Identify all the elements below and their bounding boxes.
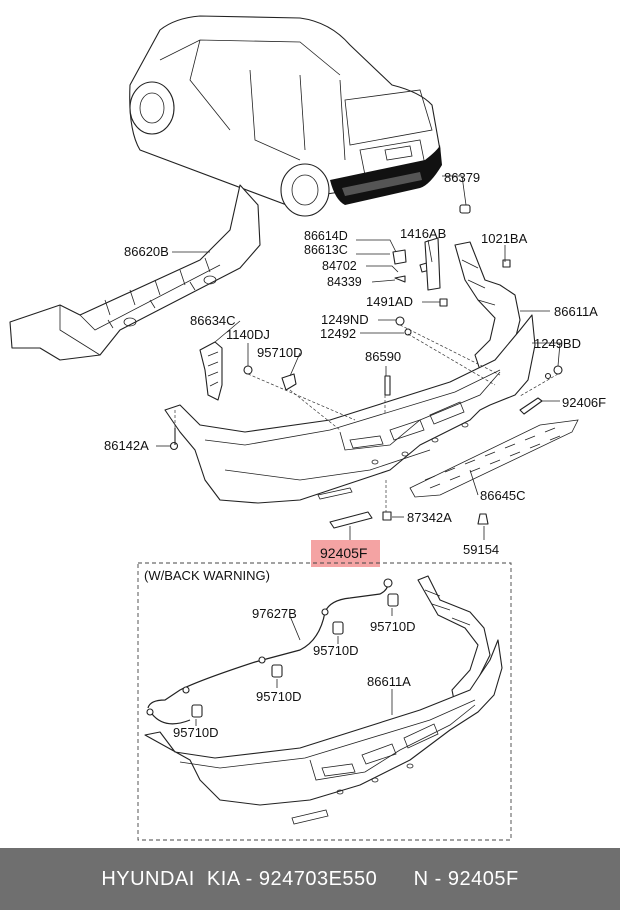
bumper-beam-86620B xyxy=(9,184,261,361)
leader-lines xyxy=(156,175,561,540)
label-59154: 59154 xyxy=(463,542,499,557)
label-86613C: 86613C xyxy=(304,243,348,257)
label-86379: 86379 xyxy=(444,170,480,185)
label-92406F: 92406F xyxy=(562,395,606,410)
label-1491AD: 1491AD xyxy=(366,294,413,309)
label-1249BD: 1249BD xyxy=(534,336,581,351)
inset-label-95710D-a: 95710D xyxy=(370,619,416,634)
footer-bar: HYUNDAI KIA - 924703E550 N - 92405F xyxy=(0,848,620,910)
label-95710D-top: 95710D xyxy=(257,345,303,360)
bracket-86634C xyxy=(199,341,223,401)
label-86611A: 86611A xyxy=(554,304,598,319)
label-86634C: 86634C xyxy=(190,313,236,328)
reflector-92406F xyxy=(519,397,543,415)
inset-title: (W/BACK WARNING) xyxy=(144,568,270,583)
reflector-92405F xyxy=(329,511,373,529)
label-1021BA: 1021BA xyxy=(481,231,528,246)
label-1416AB: 1416AB xyxy=(400,226,446,241)
label-1140DJ: 1140DJ xyxy=(226,327,270,342)
inset-label-95710D-c: 95710D xyxy=(256,689,302,704)
label-92405F-highlighted: 92405F xyxy=(320,545,367,561)
label-86590: 86590 xyxy=(365,349,401,364)
label-12492: 12492 xyxy=(320,326,356,341)
vehicle-illustration xyxy=(129,15,442,217)
inset-label-97627B: 97627B xyxy=(252,606,297,621)
inset-label-95710D-d: 95710D xyxy=(173,725,219,740)
label-86645C: 86645C xyxy=(480,488,526,503)
label-1249ND: 1249ND xyxy=(321,312,369,327)
label-86614D: 86614D xyxy=(304,229,348,243)
label-86142A: 86142A xyxy=(104,438,149,453)
parts-diagram: 86379 86620B 86614D 86613C 1416AB 1021BA… xyxy=(9,15,606,841)
highlight-box xyxy=(311,540,380,567)
back-warning-inset: (W/BACK WARNING) xyxy=(137,562,512,841)
label-87342A: 87342A xyxy=(407,510,452,525)
label-84702: 84702 xyxy=(322,259,357,273)
rear-bumper-cover xyxy=(164,314,536,504)
label-86620B: 86620B xyxy=(124,244,169,259)
lower-grille-86645C xyxy=(409,419,579,498)
label-84339: 84339 xyxy=(327,275,362,289)
fasteners xyxy=(169,204,563,525)
inset-label-86611A: 86611A xyxy=(367,674,411,689)
inset-label-95710D-b: 95710D xyxy=(313,643,359,658)
footer-part-number-text: HYUNDAI KIA - 924703E550 N - 92405F xyxy=(101,867,519,890)
